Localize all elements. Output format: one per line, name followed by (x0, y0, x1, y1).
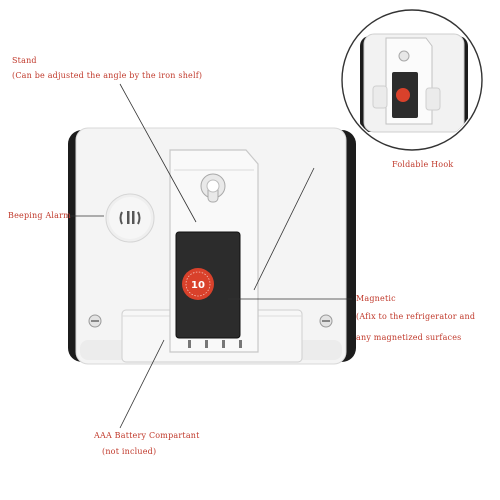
magnet-plate: 10 (175, 231, 241, 339)
magnetic-title: Magnetic (356, 294, 396, 303)
beeping-alarm-label: Beeping Alarm (8, 211, 71, 220)
leader-lines (67, 83, 352, 429)
battery-compartment-note: (not inclued) (102, 447, 157, 456)
foldable-hook-label: Foldable Hook (392, 160, 454, 169)
speaker-grille (105, 193, 155, 243)
magnetic-note-line-1: (Afix to the refrigerator and (356, 312, 476, 321)
inset-hook-view (341, 9, 483, 151)
magnet-badge-text: 10 (191, 280, 205, 291)
stand-title: Stand (12, 56, 37, 65)
magnetic-note-line-2: any magnetized surfaces (356, 333, 462, 342)
battery-compartment-title: AAA Battery Compartant (94, 431, 200, 440)
screw-right (319, 314, 333, 328)
stand-note: (Can be adjusted the angle by the iron s… (12, 71, 203, 80)
screw-left (88, 314, 102, 328)
